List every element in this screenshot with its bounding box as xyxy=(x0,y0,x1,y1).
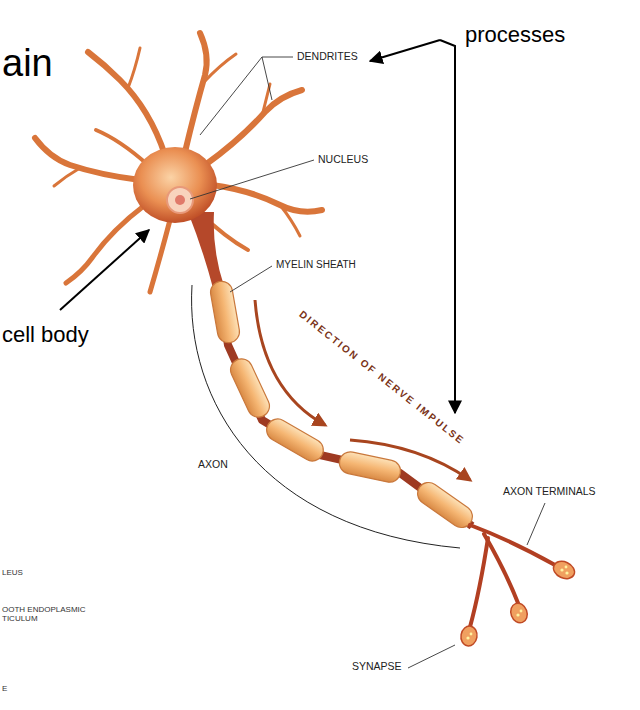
cropped-label: LEUS xyxy=(2,568,23,577)
synaptic-knobs xyxy=(459,558,577,647)
dendrites xyxy=(35,33,322,292)
part-label: DENDRITES xyxy=(297,50,358,62)
callout-text: processes xyxy=(465,22,565,47)
vesicles xyxy=(466,566,568,640)
part-label: MYELIN SHEATH xyxy=(276,259,356,271)
part-label: NUCLEUS xyxy=(318,153,368,165)
part-label: AXON TERMINALS xyxy=(503,485,596,497)
nucleus-shape xyxy=(167,187,193,213)
axon-hillock xyxy=(188,212,224,288)
cell-body-shape xyxy=(133,147,217,223)
callout-arrows xyxy=(60,40,455,413)
axon-bracket xyxy=(192,285,460,548)
axon-terminals xyxy=(470,525,555,627)
cropped-label: OOTH ENDOPLASMIC TICULUM xyxy=(2,605,102,623)
cropped-label: E xyxy=(2,684,7,693)
nucleolus-shape xyxy=(175,195,185,205)
part-label: SYNAPSE xyxy=(352,660,402,672)
myelin-segments xyxy=(209,280,477,532)
impulse-arrow xyxy=(350,440,470,480)
page-title: ain xyxy=(2,42,53,86)
part-label: AXON xyxy=(198,458,228,470)
callout-text: cell body xyxy=(2,322,89,347)
leader-lines xyxy=(190,57,545,668)
